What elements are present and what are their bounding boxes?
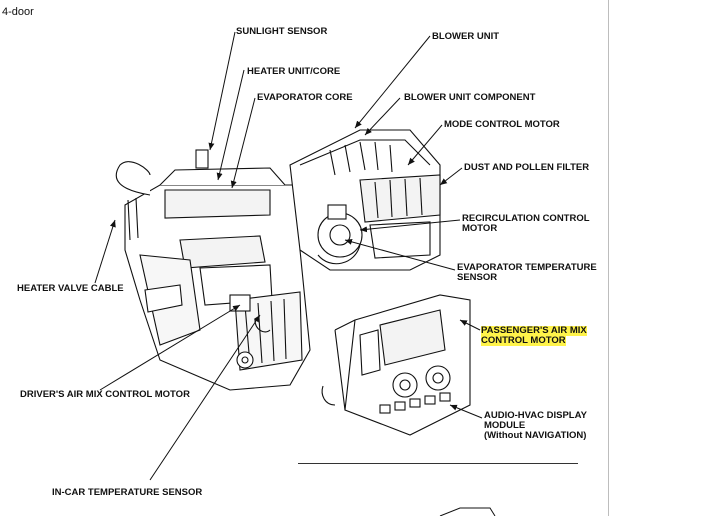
- label-dust-pollen-filter: DUST AND POLLEN FILTER: [464, 162, 590, 173]
- label-evaporator-core: EVAPORATOR CORE: [257, 92, 353, 103]
- label-mode-control-motor: MODE CONTROL MOTOR: [444, 119, 560, 130]
- label-evap-temp-sensor-line2: SENSOR: [457, 272, 498, 283]
- label-incar-temp-sensor: IN-CAR TEMPERATURE SENSOR: [52, 487, 203, 498]
- heater-evaporator-housing: [115, 149, 331, 391]
- bottom-fragment: [439, 507, 496, 516]
- label-blower-unit: BLOWER UNIT: [432, 31, 500, 42]
- label-heater-valve-cable: HEATER VALVE CABLE: [17, 283, 124, 294]
- label-driver-motor: DRIVER'S AIR MIX CONTROL MOTOR: [20, 389, 190, 400]
- label-evap-temp-sensor-line1: EVAPORATOR TEMPERATURE: [457, 262, 597, 273]
- display-module: [321, 294, 471, 436]
- page-divider-horizontal: [298, 463, 578, 464]
- label-display-module-line1: AUDIO-HVAC DISPLAY: [484, 410, 587, 421]
- label-display-module-line3: (Without NAVIGATION): [484, 430, 587, 441]
- label-passenger-motor-line2: CONTROL MOTOR: [481, 335, 566, 346]
- label-heater-unit: HEATER UNIT/CORE: [247, 66, 341, 77]
- section-title: 4-door: [2, 6, 34, 18]
- label-passenger-motor-line1: PASSENGER'S AIR MIX: [481, 325, 587, 336]
- leader-lines: [94, 31, 483, 481]
- label-blower-unit-component: BLOWER UNIT COMPONENT: [404, 92, 536, 103]
- blower-unit: [289, 129, 441, 271]
- label-display-module-line2: MODULE: [484, 420, 526, 431]
- label-recirculation-motor-line1: RECIRCULATION CONTROL: [462, 213, 590, 224]
- page-divider-vertical: [608, 0, 609, 516]
- label-recirculation-motor-line2: MOTOR: [462, 223, 498, 234]
- label-sunlight-sensor: SUNLIGHT SENSOR: [236, 26, 328, 37]
